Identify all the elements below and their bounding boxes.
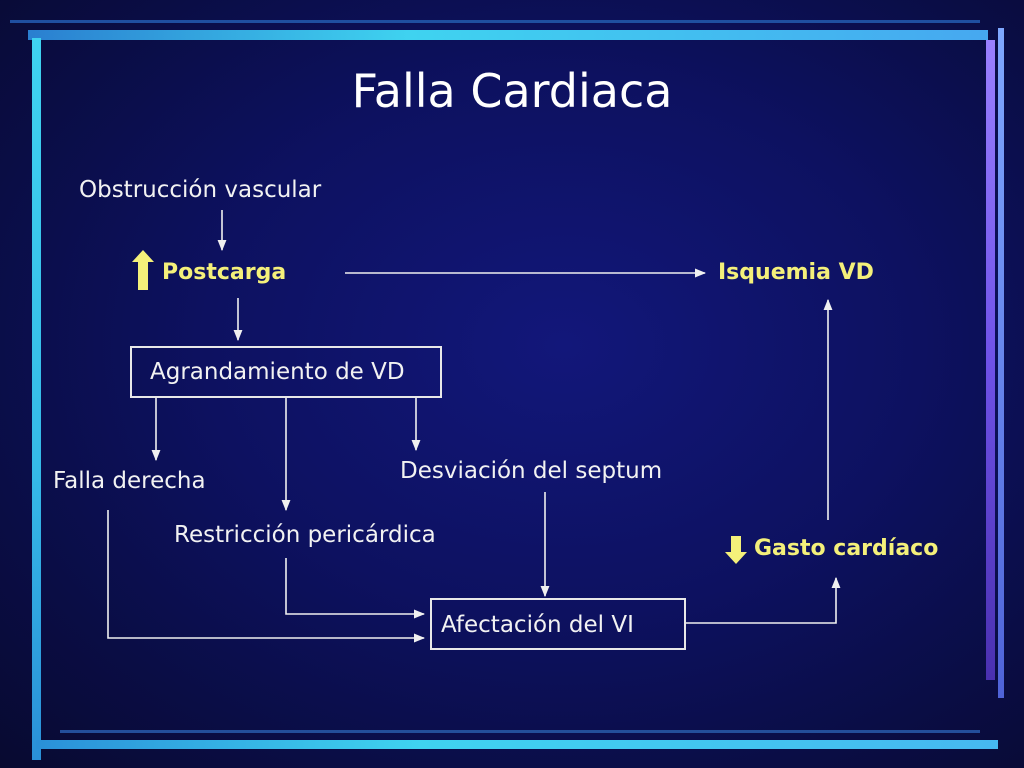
node-agrandamiento-box	[130, 346, 442, 398]
down-arrow-icon	[725, 536, 747, 564]
frame-top-thin	[10, 20, 980, 23]
node-agrandamiento: Agrandamiento de VD	[150, 359, 405, 385]
node-falla-derecha: Falla derecha	[53, 468, 206, 494]
node-isquemia: Isquemia VD	[718, 260, 874, 285]
frame-bottom-thin	[60, 730, 980, 733]
edge-falla-afectacion	[107, 510, 426, 643]
frame-right-bar	[986, 40, 995, 680]
up-arrow-icon	[132, 250, 154, 290]
node-afectacion-box	[430, 598, 686, 650]
frame-right-thin	[998, 28, 1004, 698]
node-obstruccion: Obstrucción vascular	[79, 177, 322, 203]
node-desviacion: Desviación del septum	[400, 458, 663, 484]
node-restriccion: Restricción pericárdica	[174, 522, 436, 548]
edge-afectacion-gasto	[684, 576, 841, 624]
frame-left-bar	[32, 38, 41, 760]
frame-bottom-bar	[36, 740, 998, 749]
node-gasto: Gasto cardíaco	[754, 536, 939, 561]
node-afectacion: Afectación del VI	[441, 612, 634, 638]
page-title: Falla Cardiaca	[351, 64, 673, 118]
edge-restriccion-afectacion	[285, 558, 426, 619]
frame-top-bar	[28, 30, 988, 40]
node-postcarga: Postcarga	[162, 260, 287, 285]
